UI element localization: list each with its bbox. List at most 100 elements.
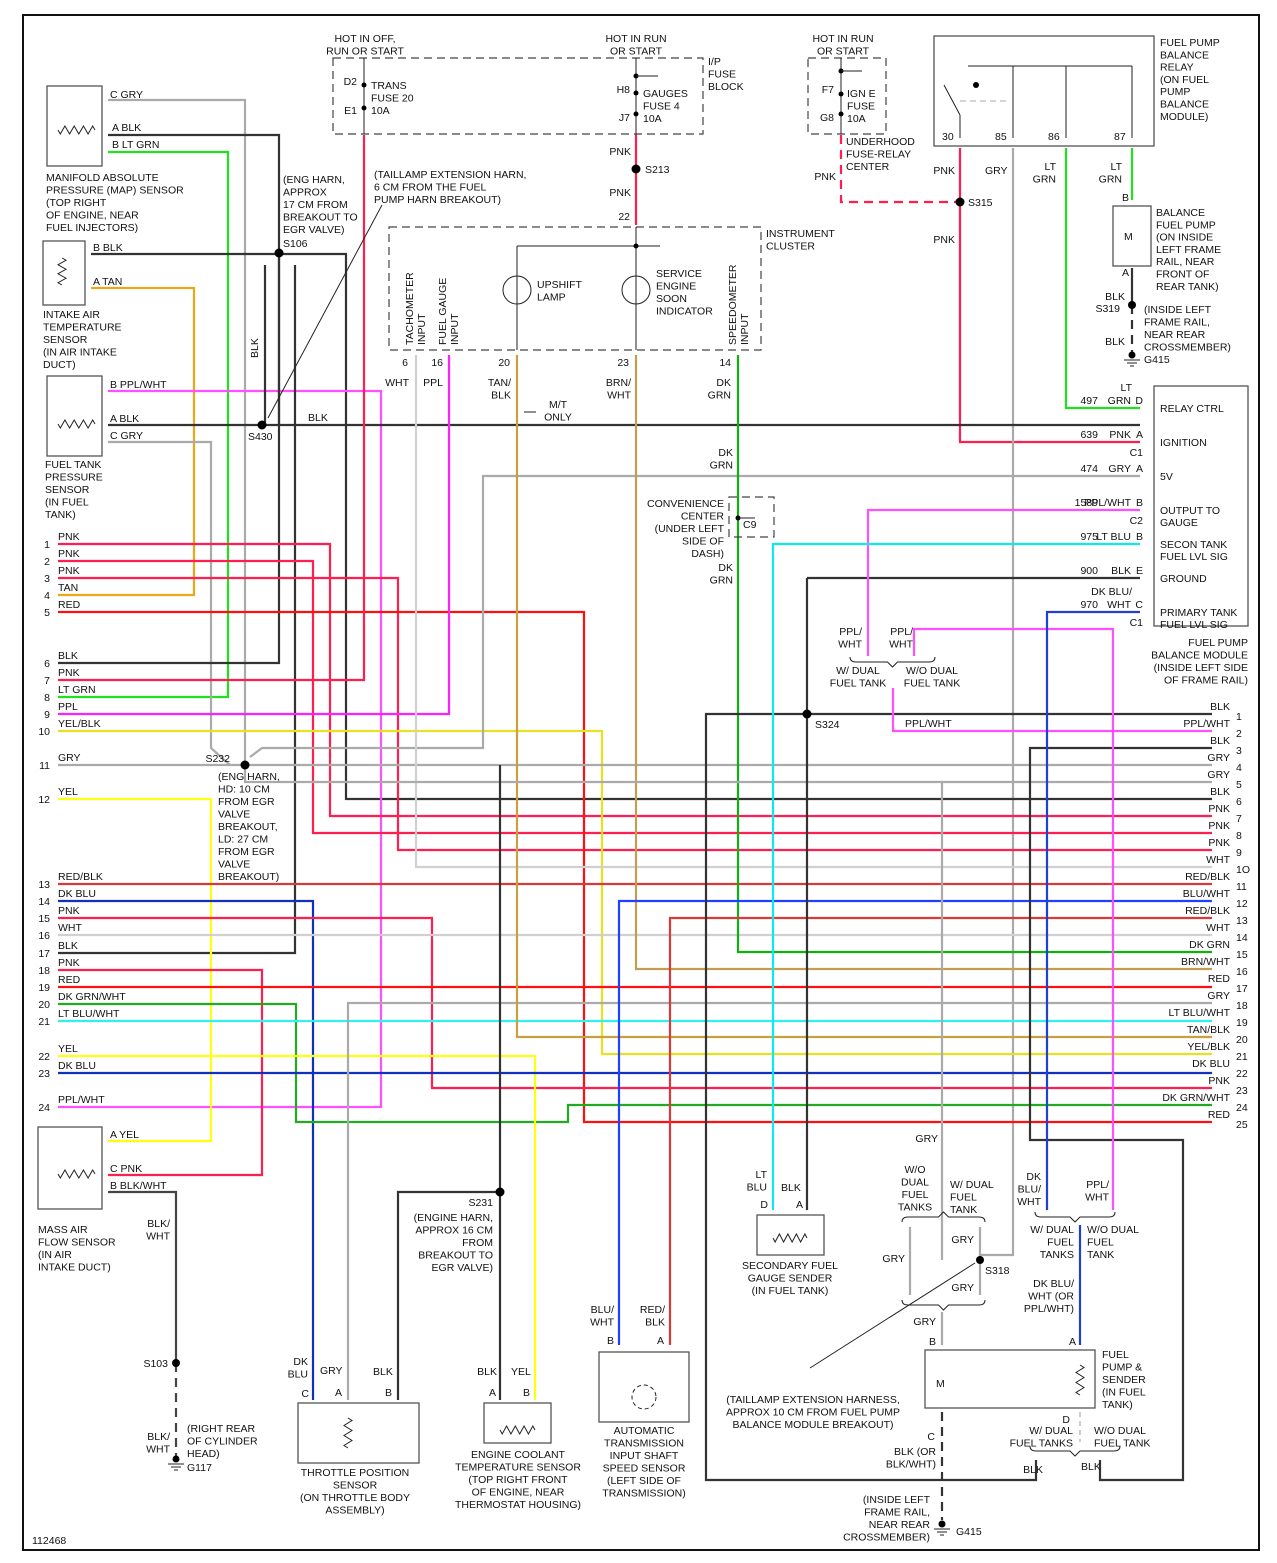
left-connector-pin: 8 — [44, 692, 50, 704]
wire-label: PPL/ — [890, 626, 913, 638]
right-connector-wire-color: BLK — [1210, 786, 1230, 798]
right-connector-pin: 1O — [1236, 864, 1250, 876]
wire-label: GRN — [1099, 174, 1122, 186]
right-connector-wire-color: BRN/WHT — [1181, 956, 1231, 968]
wire-label: PPL — [423, 377, 443, 389]
lamp-label: ENGINE — [656, 281, 696, 293]
splice-label: S213 — [645, 164, 670, 176]
wire-label: BLK — [373, 1366, 393, 1378]
taillamp-pointer-lower — [809, 1262, 976, 1369]
maf-pin-b: B BLK/WHT — [110, 1180, 167, 1192]
left-connector-wire-color: YEL — [58, 1043, 78, 1055]
right-connector-wire-color: GRY — [1207, 752, 1230, 764]
maf-pin-a: A YEL — [110, 1129, 139, 1141]
wire-label: BLK — [1023, 1464, 1043, 1476]
taillamp-note-upper: 6 CM FROM THE FUEL — [374, 182, 487, 194]
pin-b: B — [1122, 192, 1129, 204]
ground-location-label: FRAME RAIL, — [864, 1507, 930, 1519]
right-connector-pin: 17 — [1236, 983, 1248, 995]
right-connector-pin: 20 — [1236, 1034, 1248, 1046]
left-connector-wire-color: YEL — [58, 786, 78, 798]
wire-label: GRN — [1033, 174, 1056, 186]
branch-label: FUEL TANKS — [1010, 1438, 1073, 1450]
right-connector-wire-color: DK BLU — [1192, 1058, 1230, 1070]
module-wire-color: GRN — [1108, 395, 1131, 407]
fuse-pin — [838, 91, 844, 97]
ip-fuse-block-outline — [332, 57, 704, 135]
left-connector-pin: 6 — [44, 658, 50, 670]
ppl-wht-2 — [891, 688, 1212, 733]
wire-label: BRN/ — [606, 377, 631, 389]
ftp-sensor-label: (IN FUEL — [45, 497, 89, 509]
iat-sensor-label: TEMPERATURE — [43, 322, 122, 334]
splice-s232-note: FROM EGR — [218, 846, 275, 858]
right-connector-wire-color: TAN/BLK — [1187, 1024, 1230, 1036]
ground-label: G415 — [956, 1526, 982, 1538]
balance-module-label: BALANCE MODULE — [1151, 650, 1248, 662]
left-connector-pin: 16 — [38, 930, 50, 942]
underhood-label: CENTER — [846, 161, 890, 173]
balance-fuel-pump-label: (ON INSIDE — [1156, 232, 1213, 244]
module-circuit: 639 — [1080, 429, 1098, 441]
right-connector-wire-color: BLU/WHT — [1183, 888, 1231, 900]
motor-symbol: M — [1124, 231, 1133, 243]
left-connector-pin: 10 — [38, 726, 50, 738]
module-wire-color: LT BLU — [1096, 531, 1131, 543]
diagram-id: 112468 — [32, 1535, 66, 1547]
wire-label: BLU — [747, 1182, 767, 1194]
wire-label: WHT — [146, 1444, 170, 1456]
module-pin-function: SECON TANK — [1160, 539, 1227, 551]
wire-label: GRN — [710, 575, 733, 587]
tps-pin-a: A — [335, 1387, 342, 1399]
left-connector-wire-color: PNK — [58, 905, 80, 917]
fuel-pump-sender-label: TANK) — [1102, 1399, 1133, 1411]
secondary-sender-d-wire — [771, 542, 1140, 1210]
iat-thermistor — [56, 257, 68, 286]
maf-sensor-label: INTAKE DUCT) — [38, 1262, 111, 1274]
gry-brace-top — [901, 1211, 986, 1223]
trans-fuse-label: FUSE 20 — [371, 93, 414, 105]
pump-d-brace — [1029, 1445, 1121, 1457]
right-connector-wire-color: PPL/WHT — [1183, 718, 1230, 730]
splice-s232-note: FROM EGR — [218, 796, 275, 808]
splice-s232-label: S232 — [205, 753, 230, 765]
output-to-gauge — [866, 508, 1140, 656]
wire-label: PNK — [609, 146, 631, 158]
gauges-fuse-label: 10A — [643, 113, 662, 125]
iat-sensor-label: SENSOR — [43, 334, 88, 346]
module-pin-letter: B — [1136, 531, 1143, 543]
iat-b-wire — [91, 252, 1212, 801]
right-connector-wire-color: GRY — [1207, 990, 1230, 1002]
left-connector-wire-color: PNK — [58, 548, 80, 560]
maf-pin-c: C PNK — [110, 1163, 142, 1175]
speedo-input-label: INPUT — [739, 313, 751, 345]
pin-j7: J7 — [619, 112, 630, 124]
module-pin-function: IGNITION — [1160, 437, 1207, 449]
left-connector-pin: 18 — [38, 965, 50, 977]
right-connector-pin: 23 — [1236, 1085, 1248, 1097]
right-connector-pin: 24 — [1236, 1102, 1248, 1114]
branch-label: TANKS — [898, 1202, 932, 1214]
sesi-wire — [634, 355, 1212, 971]
underhood-label: FUSE-RELAY — [846, 149, 911, 161]
tps-pin-b: B — [385, 1387, 392, 1399]
right-connector-pin: 8 — [1236, 830, 1242, 842]
relay-86-wire — [1064, 148, 1140, 410]
right-connector-pin: 5 — [1236, 779, 1242, 791]
right-connector-wire-color: BLK — [1210, 701, 1230, 713]
pin-d2: D2 — [344, 76, 358, 88]
splice-s106-note: 17 CM FROM — [283, 199, 348, 211]
ground-g415-top-dot — [1128, 351, 1136, 359]
left-connector-wire-color: YEL/BLK — [58, 718, 101, 730]
lamp-label: INDICATOR — [656, 306, 713, 318]
gauges-fuse-hot-label: HOT IN RUN — [605, 33, 666, 45]
pin-h8: H8 — [617, 84, 631, 96]
right-connector-pin: 2 — [1236, 728, 1242, 740]
wire-label: DK BLU/ — [1033, 1278, 1074, 1290]
left-connector-wire-color: BLK — [58, 650, 78, 662]
left-connector-pin: 21 — [38, 1016, 50, 1028]
splice-s231-note: BREAKOUT TO — [418, 1250, 493, 1262]
pin-6: 6 — [402, 357, 408, 369]
s324-loop — [704, 712, 1038, 1482]
left-connector-wire-color: RED/BLK — [58, 871, 103, 883]
